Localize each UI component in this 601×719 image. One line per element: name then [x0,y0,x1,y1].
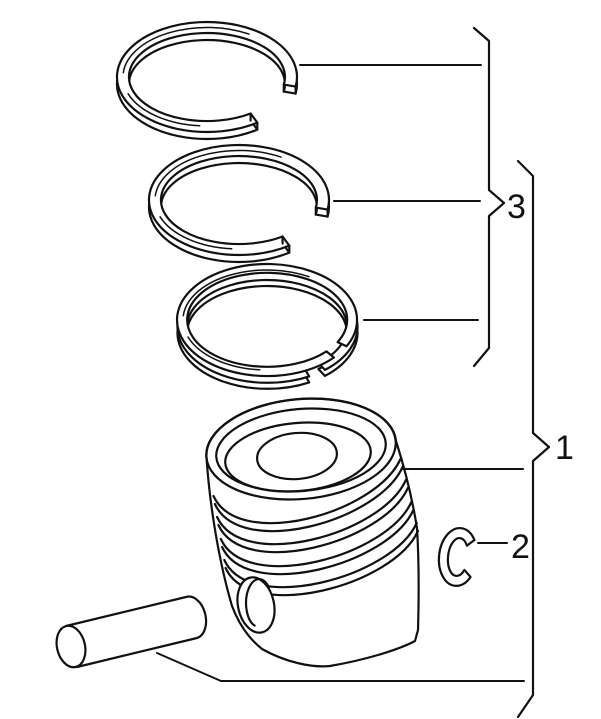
bracket-piston-assembly [516,159,551,719]
circlip-ring [437,527,476,587]
pin-near-end-face [55,624,87,669]
piston-crown-outer-rim [205,397,397,501]
pin-far-end-cap [184,595,208,640]
piston-ring-grooves [212,457,420,597]
piston-body-silhouette [205,397,420,668]
callout-label-ring-set[interactable]: 3 [507,188,526,226]
oil-scraper-ring-drawing [175,262,359,390]
callout-label-piston-assembly[interactable]: 1 [555,429,574,467]
piston-drawing [205,397,420,668]
leader-line-piston-pin [156,652,525,682]
pin-body [66,597,199,667]
piston-ring-top-drawing [115,20,299,141]
pin-body-edges [64,595,199,669]
piston-bowl-rim [224,421,372,493]
oil-ring-upper-rail [175,262,359,378]
bracket-ring-set [472,26,506,368]
piston-bowl-center [256,431,338,481]
piston-ring-middle-drawing [147,143,331,264]
callout-label-circlip[interactable]: 2 [511,528,530,566]
ring-accent-line [187,336,261,371]
ring-accent-line [182,269,310,317]
circlip-drawing [437,527,476,587]
piston-pin-bore [236,576,276,634]
piston-pin-drawing [55,595,208,669]
